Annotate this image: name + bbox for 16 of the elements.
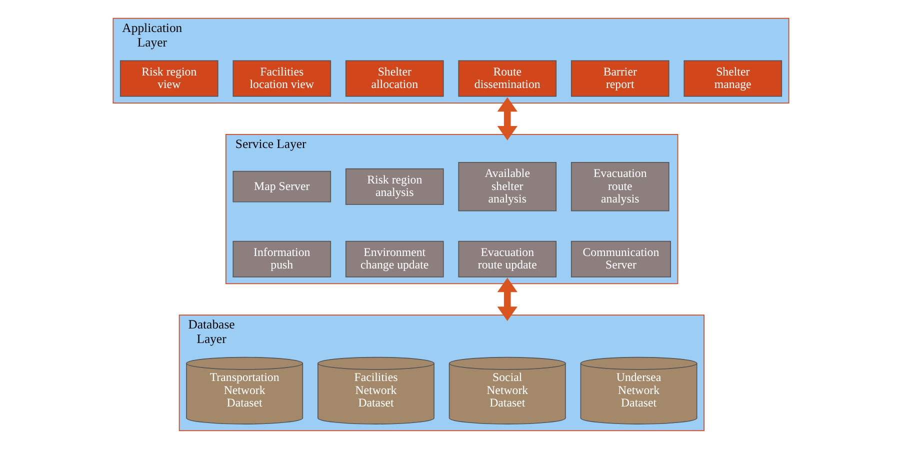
- node-box: Facilities location view: [232, 60, 332, 97]
- node-box: Evacuation route update: [458, 240, 557, 278]
- node-box: Available shelter analysis: [458, 162, 557, 212]
- node-box: Evacuation route analysis: [570, 162, 670, 212]
- node-box: Shelter allocation: [345, 60, 444, 97]
- node-box: Map Server: [232, 170, 332, 202]
- node-box: Communication Server: [570, 240, 671, 278]
- node-box: Barrier report: [570, 60, 670, 97]
- node-box: Risk region analysis: [345, 168, 444, 205]
- node-box: Shelter manage: [684, 60, 782, 97]
- node-box: Information push: [232, 240, 332, 278]
- node-box: Environment change update: [345, 240, 444, 278]
- node-box: Risk region view: [120, 60, 218, 97]
- node-box: Route dissemination: [458, 60, 557, 97]
- arrow: [497, 278, 518, 321]
- arrow: [497, 97, 518, 140]
